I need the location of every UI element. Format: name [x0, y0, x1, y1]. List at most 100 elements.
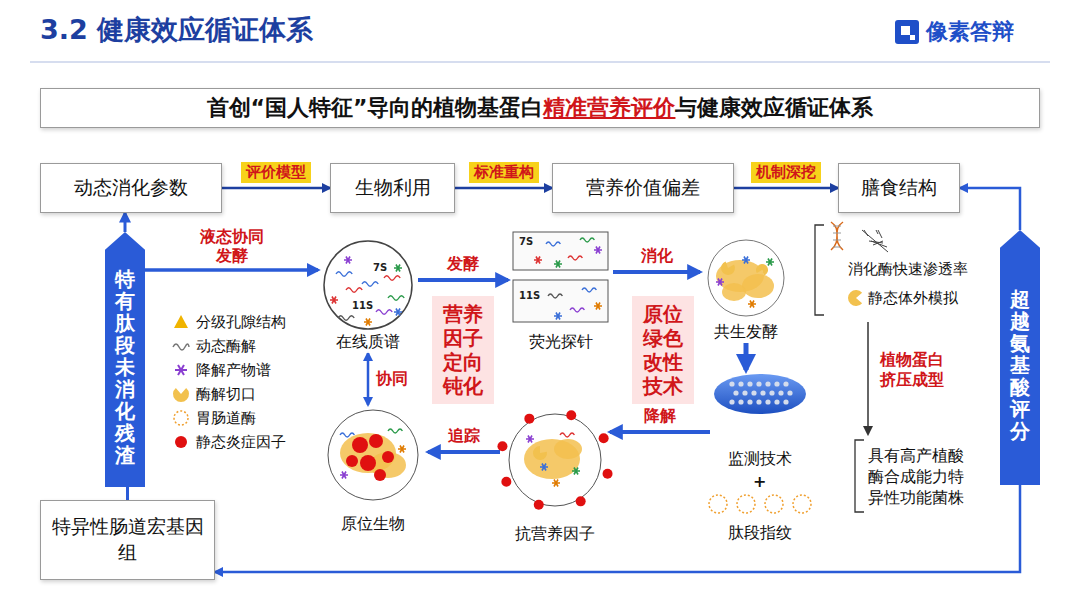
- illustration-node: 原位生物: [318, 405, 428, 535]
- connector: [613, 270, 700, 274]
- node-text: 抗营养因子: [515, 524, 595, 543]
- node-text: 荧光探针: [529, 332, 593, 351]
- enzyme-squiggle: [376, 310, 392, 315]
- node-text: 营养价值偏差: [586, 175, 700, 201]
- peptide-circle: [737, 495, 755, 513]
- enzyme-squiggle: [346, 288, 362, 293]
- illustration-node: 共生发酵: [700, 238, 792, 343]
- enzyme-squiggle: [340, 433, 354, 437]
- legend-row: 静态炎症因子: [172, 430, 286, 454]
- enzyme-squiggle: [362, 282, 378, 287]
- logo-icon: [901, 26, 910, 35]
- text-wrap: 特有肽段未消化残渣: [115, 268, 135, 466]
- cleavage-pac: [530, 444, 549, 462]
- factor-dot: [576, 496, 586, 506]
- factor-dot: [774, 399, 779, 404]
- factor-dot: [733, 390, 738, 395]
- text-wrap: 抗营养因子: [513, 524, 597, 545]
- plus-sign: +: [753, 472, 766, 491]
- headline-box: 首创“国人特征”导向的植物基蛋白精准营养评价与健康效应循证体系: [40, 88, 1040, 128]
- node-text: 首创“国人特征”导向的植物基蛋白: [207, 95, 544, 120]
- legend: 分级孔隙结构动态酶解降解产物谱酶解切口胃肠道酶静态炎症因子: [172, 310, 286, 454]
- connector: [367, 353, 370, 405]
- product-star: [330, 297, 338, 304]
- legend-swatch: [172, 313, 190, 331]
- edge-label: 追踪: [448, 426, 480, 447]
- text-wrap: 超越氨基酸评分: [1010, 288, 1030, 442]
- protein-blob: [554, 439, 582, 459]
- product-star: [552, 480, 560, 487]
- product-star: [742, 257, 750, 264]
- protein-blob: [742, 274, 774, 298]
- protein-tag: 11S: [352, 300, 373, 311]
- enzyme-squiggle: [388, 296, 404, 301]
- peptide-circle: [793, 495, 811, 513]
- node-text: 特有肽段未消化残渣: [115, 267, 135, 467]
- process-box: 营养价值偏差: [552, 163, 734, 213]
- factor-dot: [783, 399, 788, 404]
- peptide-circle: [709, 495, 727, 513]
- legend-swatch: [172, 409, 190, 427]
- connector: [222, 187, 330, 190]
- factor-dot: [360, 455, 376, 471]
- node-text: 肽段指纹: [728, 523, 792, 542]
- process-box: 特异性肠道宏基因组: [40, 500, 215, 580]
- enzyme-squiggle: [384, 276, 400, 281]
- legend-text: 降解产物谱: [196, 361, 271, 380]
- product-star: [554, 313, 562, 320]
- method-note: 消化酶快速渗透率: [848, 260, 968, 279]
- legend-text: 分级孔隙结构: [196, 313, 286, 332]
- factor-dot: [501, 477, 511, 487]
- text-wrap: 原位生物: [339, 514, 407, 535]
- node-text: 监测技术: [728, 449, 792, 468]
- edge-label: 标准重构: [469, 162, 539, 183]
- factor-dot: [603, 469, 613, 479]
- factor-dot: [783, 381, 788, 386]
- slide-title: 3.2 健康效应循证体系: [40, 12, 313, 48]
- product-star: [364, 319, 372, 326]
- connector: [734, 187, 838, 190]
- cleavage-pac: [848, 290, 862, 306]
- logo-text: 像素答辩: [926, 17, 1014, 47]
- factor-dot: [751, 390, 756, 395]
- strain-note: 具有高产植酸酶合成能力特异性功能菌株: [868, 446, 964, 508]
- text-wrap: 动态消化参数: [74, 175, 188, 201]
- particle-outline: [509, 414, 601, 506]
- factor-dot: [352, 437, 368, 453]
- factor-dot: [756, 399, 761, 404]
- legend-text: 动态酶解: [196, 337, 256, 356]
- logo-icon: [895, 20, 919, 44]
- node-text: 生物利用: [355, 175, 431, 201]
- node-text: 与健康效应循证体系: [675, 95, 873, 120]
- logo-icon: [910, 35, 915, 40]
- product-star: [394, 265, 402, 272]
- probe-panel: [513, 232, 608, 270]
- legend-row: 酶解切口: [172, 382, 286, 406]
- legend-sample: [173, 388, 189, 402]
- text-wrap: 共生发酵: [712, 322, 780, 343]
- node-text: 在线质谱: [336, 332, 400, 351]
- legend-row: 动态酶解: [172, 334, 286, 358]
- arrow-shape-fill: [1000, 230, 1040, 485]
- text-wrap: 生物利用: [355, 175, 431, 201]
- arrow-band: 超越氨基酸评分: [1000, 230, 1040, 485]
- factor-dot: [742, 390, 747, 395]
- text-wrap: 肽段指纹: [726, 523, 794, 544]
- factor-dot: [374, 469, 386, 481]
- product-star: [534, 257, 542, 264]
- product-star: [594, 247, 602, 254]
- particle-outline: [708, 240, 784, 316]
- bracket: [855, 440, 864, 512]
- illustration-node: 在线质谱: [318, 238, 418, 353]
- edge-label: 评价模型: [241, 162, 311, 183]
- method-note: 静态体外模拟: [868, 289, 958, 308]
- legend-swatch: [172, 433, 190, 451]
- legend-swatch: [172, 361, 190, 379]
- factor-dot: [787, 390, 792, 395]
- process-box: 动态消化参数: [40, 163, 222, 213]
- factor-dot: [765, 381, 770, 386]
- factor-dot: [747, 399, 752, 404]
- factor-dot: [778, 390, 783, 395]
- protein-tag: 11S: [519, 290, 540, 301]
- protein-tag: 7S: [373, 262, 387, 273]
